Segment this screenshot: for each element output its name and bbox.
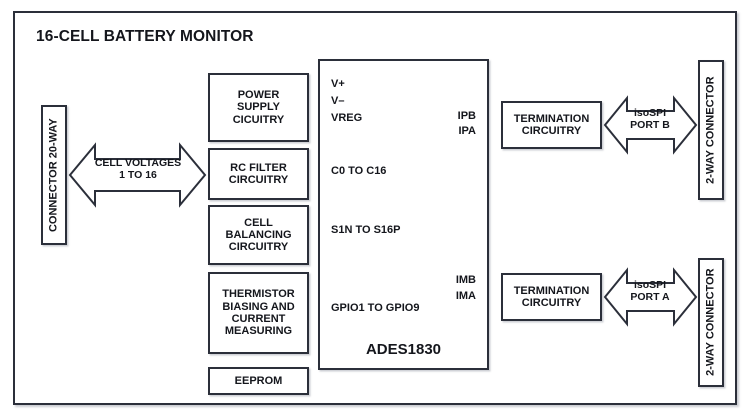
pin-label-gpio1-to-gpio9: GPIO1 TO GPIO9 (331, 302, 420, 314)
cell-balancing-line-3: CIRCUITRY (228, 241, 289, 254)
thermistor-line-2: BIASING AND (222, 300, 295, 313)
connector-2-way-port-a: 2-WAY CONNECTOR (698, 258, 724, 387)
connector-2-way-port-b-label: 2-WAY CONNECTOR (704, 76, 717, 184)
termination-a-line-2: CIRCUITRY (521, 297, 582, 309)
power-supply-line-2: SUPPLY (236, 101, 280, 114)
ic-ades1830: V+ V– VREG C0 TO C16 S1N TO S16P GPIO1 T… (318, 59, 489, 370)
power-supply-line-1: POWER (237, 89, 280, 102)
block-power-supply-circuitry: POWER SUPPLY CICUITRY (208, 73, 309, 142)
connector-2-way-port-a-label: 2-WAY CONNECTOR (704, 268, 717, 377)
thermistor-line-3: CURRENT (231, 313, 286, 325)
rc-filter-line-1: RC FILTER (230, 161, 287, 174)
block-rc-filter-circuitry: RC FILTER CIRCUITRY (208, 148, 309, 200)
pin-label-ima: IMA (455, 290, 476, 302)
block-cell-balancing-circuitry: CELL BALANCING CIRCUITRY (208, 205, 309, 265)
isospi-port-a-arrow (603, 267, 698, 327)
termination-b-line-2: CIRCUITRY (521, 125, 582, 137)
cell-balancing-line-1: CELL (244, 216, 273, 229)
termination-a-line-1: TERMINATION (513, 284, 590, 297)
ic-name-label: ADES1830 (365, 341, 442, 358)
connector-2-way-port-b: 2-WAY CONNECTOR (698, 60, 724, 200)
cell-balancing-line-2: BALANCING (225, 228, 292, 241)
power-supply-line-3: CICUITRY (232, 113, 285, 126)
pin-label-ipb: IPB (457, 110, 476, 122)
eeprom-label: EEPROM (234, 374, 283, 387)
block-termination-circuitry-a: TERMINATION CIRCUITRY (501, 273, 602, 321)
pin-label-s1n-to-s16p: S1N TO S16P (331, 224, 401, 236)
thermistor-line-1: THERMISTOR (222, 288, 295, 301)
pin-label-c0-to-c16: C0 TO C16 (331, 165, 387, 177)
pin-label-imb: IMB (455, 274, 476, 286)
rc-filter-line-2: CIRCUITRY (228, 174, 289, 186)
pin-label-ipa: IPA (458, 125, 476, 137)
thermistor-line-4: MEASURING (224, 325, 293, 338)
diagram-title: 16-CELL BATTERY MONITOR (36, 28, 254, 45)
pin-label-vminus: V– (331, 95, 345, 107)
pin-label-vreg: VREG (331, 112, 363, 124)
cell-voltages-arrow (68, 142, 207, 208)
block-eeprom: EEPROM (208, 367, 309, 395)
connector-20-way: CONNECTOR 20-WAY (41, 105, 67, 245)
isospi-port-b-arrow (603, 95, 698, 155)
termination-b-line-1: TERMINATION (513, 112, 590, 125)
pin-label-vplus: V+ (331, 78, 345, 90)
connector-20-way-label: CONNECTOR 20-WAY (47, 118, 60, 232)
block-termination-circuitry-b: TERMINATION CIRCUITRY (501, 101, 602, 149)
block-thermistor-biasing-current-measuring: THERMISTOR BIASING AND CURRENT MEASURING (208, 272, 309, 354)
